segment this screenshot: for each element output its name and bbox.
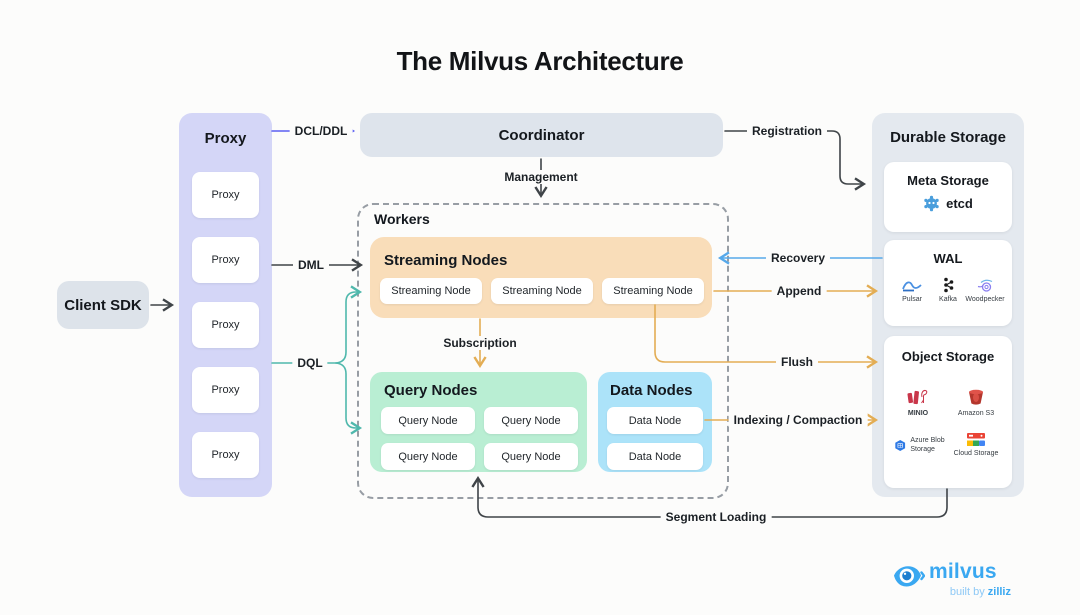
object-storage-card: Object Storage MINIO Amazon S3 — [884, 336, 1012, 488]
minio-label: MINIO — [907, 410, 929, 417]
workers-label: Workers — [374, 211, 430, 227]
pulsar-tech: Pulsar — [894, 278, 930, 304]
amazon-s3-tech: Amazon S3 — [952, 388, 1000, 418]
kafka-icon — [944, 277, 954, 293]
query-node: Query Node — [381, 407, 475, 434]
meta-storage-card: Meta Storage etcd — [884, 162, 1012, 232]
coordinator-box: Coordinator — [360, 113, 723, 157]
amazon-s3-icon — [969, 389, 983, 405]
cloud-storage-icon — [967, 433, 985, 446]
edge-label-dml: DML — [293, 258, 329, 272]
data-node: Data Node — [607, 443, 703, 470]
woodpecker-icon — [977, 279, 992, 292]
wal-card: WAL Pulsar Kafka — [884, 240, 1012, 326]
durable-storage-header: Durable Storage — [890, 129, 1006, 146]
edge-label-subscription: Subscription — [438, 336, 522, 350]
woodpecker-tech: Woodpecker — [964, 278, 1006, 304]
kafka-tech: Kafka — [932, 277, 964, 304]
meta-storage-title: Meta Storage — [907, 173, 989, 188]
proxy-node: Proxy — [192, 432, 259, 478]
edge-label-management: Management — [499, 170, 583, 184]
data-nodes-title: Data Nodes — [610, 382, 693, 399]
client-sdk-box: Client SDK — [57, 281, 149, 329]
azure-blob-storage-icon — [895, 439, 906, 452]
proxy-header: Proxy — [204, 130, 247, 147]
streaming-node: Streaming Node — [602, 278, 704, 304]
proxy-node: Proxy — [192, 172, 259, 218]
client-sdk-label: Client SDK — [64, 296, 142, 314]
woodpecker-label: Woodpecker — [965, 296, 1005, 303]
azure-blob-label: Azure Blob Storage — [910, 437, 945, 453]
kafka-label: Kafka — [939, 296, 957, 303]
query-node: Query Node — [484, 407, 578, 434]
minio-icon — [907, 389, 928, 405]
proxy-node: Proxy — [192, 302, 259, 348]
minio-tech: MINIO — [896, 388, 940, 418]
edge-label-dql: DQL — [292, 356, 328, 370]
edge-registration — [724, 130, 867, 191]
diagram-title: The Milvus Architecture — [396, 46, 684, 76]
wal-title: WAL — [933, 251, 963, 266]
edge-label-registration: Registration — [746, 124, 828, 138]
amazon-s3-label: Amazon S3 — [957, 410, 995, 417]
edge-label-recovery: Recovery — [765, 251, 831, 265]
streaming-node: Streaming Node — [491, 278, 593, 304]
milvus-tagline: built by zilliz — [949, 586, 1011, 598]
data-node: Data Node — [607, 407, 703, 434]
milvus-logo: milvus built by zilliz — [893, 560, 1023, 604]
pulsar-label: Pulsar — [902, 296, 922, 303]
edge-label-segment-loading: Segment Loading — [660, 510, 772, 524]
edge-label-flush: Flush — [776, 355, 818, 369]
edge-label-indexing-compaction: Indexing / Compaction — [728, 413, 868, 427]
cloud-storage-tech: Cloud Storage — [950, 432, 1002, 458]
proxy-node: Proxy — [192, 367, 259, 413]
proxy-node: Proxy — [192, 237, 259, 283]
streaming-node: Streaming Node — [380, 278, 482, 304]
query-node: Query Node — [381, 443, 475, 470]
azure-blob-tech: Azure Blob Storage — [894, 436, 950, 455]
edge-label-dcl-ddl: DCL/DDL — [289, 124, 353, 138]
milvus-eye-icon — [894, 566, 925, 587]
query-node: Query Node — [484, 443, 578, 470]
coordinator-label: Coordinator — [498, 126, 585, 144]
query-nodes-title: Query Nodes — [384, 382, 478, 399]
etcd-label: etcd — [946, 196, 973, 211]
cloud-storage-label: Cloud Storage — [953, 450, 999, 457]
object-storage-title: Object Storage — [901, 349, 995, 364]
edge-dql-down — [335, 362, 363, 435]
milvus-wordmark: milvus — [929, 560, 997, 583]
edge-label-append: Append — [771, 284, 827, 298]
pulsar-icon — [902, 281, 922, 292]
streaming-nodes-title: Streaming Nodes — [384, 252, 508, 269]
etcd-icon — [924, 195, 939, 212]
edge-dql-up — [335, 285, 363, 364]
